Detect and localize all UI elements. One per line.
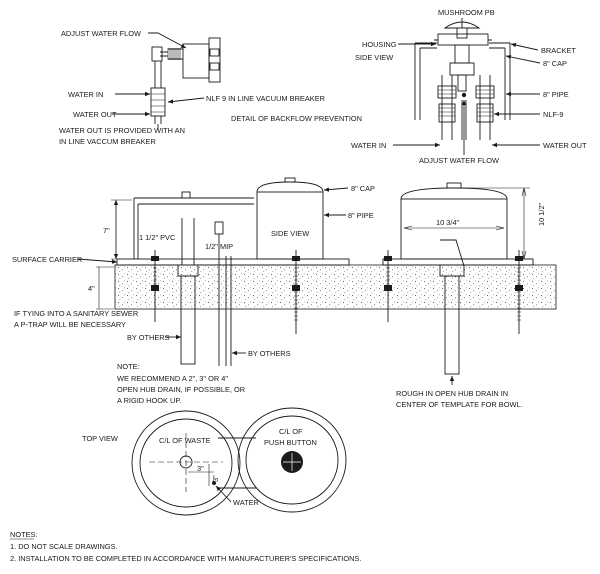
- push-button-label: PUSH BUTTON: [264, 438, 317, 447]
- water-label: WATER: [233, 498, 259, 507]
- pvc-drain: [180, 275, 196, 365]
- bracket-label: BRACKET: [541, 46, 576, 55]
- note-line3: A RIGID HOOK UP.: [117, 396, 181, 405]
- pvc-label: 1 1/2" PVC: [139, 233, 176, 242]
- elevation-section: 8" CAP 8" PIPE SIDE VIEW 1 1/2" PVC 1/2"…: [12, 177, 557, 409]
- threaded-nipple: [167, 48, 181, 60]
- note-item-2: 2. INSTALLATION TO BE COMPLETED IN ACCOR…: [10, 554, 361, 563]
- surface-carrier-label: SURFACE CARRIER: [12, 255, 82, 264]
- nlf9-valve: [476, 103, 494, 123]
- side-view-pipe: [256, 191, 324, 260]
- water-out-note-line2: IN LINE VACCUM BREAKER: [59, 137, 156, 146]
- inline-vacuum-breaker: [150, 87, 166, 117]
- side-view-label: SIDE VIEW: [355, 53, 393, 62]
- water-out-label: WATER OUT: [73, 110, 117, 119]
- side-adjust-water-flow-label: ADJUST WATER FLOW: [419, 156, 499, 165]
- right-unit-pipe: [400, 198, 508, 260]
- rough-in-line2: CENTER OF TEMPLATE FOR BOWL.: [396, 400, 523, 409]
- mip-label: 1/2" MIP: [205, 242, 233, 251]
- valve-body: [182, 43, 210, 79]
- side-view-detail: MUSHROOM PB HOUSING SIDE VIEW BRACKET 8"…: [351, 8, 587, 165]
- water-inlet: [212, 481, 216, 485]
- cl-of-label: C/L OF: [279, 427, 303, 436]
- by-others-label-2: BY OTHERS: [248, 349, 291, 358]
- notes: NOTES: 1. DO NOT SCALE DRAWINGS. 2. INST…: [10, 530, 361, 563]
- nlf9-breaker-label: NLF 9 IN LINE VACUUM BREAKER: [206, 94, 325, 103]
- dim-3-vertical: 3": [211, 475, 220, 482]
- note-title: NOTE:: [117, 362, 140, 371]
- cap-8-label: 8" CAP: [543, 59, 567, 68]
- top-view: TOP VIEW C/L OF WASTE C/L OF PUSH BUTTON…: [82, 407, 347, 516]
- elev-pipe-8-label: 8" PIPE: [348, 211, 374, 220]
- elev-cap-8-label: 8" CAP: [351, 184, 375, 193]
- push-button-bowl-outer: [237, 407, 347, 513]
- backflow-detail-title: DETAIL OF BACKFLOW PREVENTION: [231, 114, 362, 123]
- note-item-1: 1. DO NOT SCALE DRAWINGS.: [10, 542, 118, 551]
- backflow-detail: ADJUST WATER FLOW WATER IN WATER OUT NLF…: [59, 29, 362, 146]
- waste-center: [179, 455, 193, 469]
- dim-10-3-4-label: 10 3/4": [436, 218, 460, 227]
- side-water-in-label: WATER IN: [351, 141, 386, 150]
- pipe-8-label: 8" PIPE: [543, 90, 569, 99]
- ptrap-note-line2: A P-TRAP WILL BE NECESSARY: [14, 320, 126, 329]
- water-out-note-line1: WATER OUT IS PROVIDED WITH AN: [59, 126, 185, 135]
- nlf9-label: NLF-9: [543, 110, 564, 119]
- bracket: [414, 42, 511, 120]
- cl-waste-label: C/L OF WASTE: [159, 436, 211, 445]
- dim-10-1-2-label: 10 1/2": [537, 202, 546, 226]
- anchor-bolts: [151, 250, 523, 334]
- by-others-label-1: BY OTHERS: [127, 333, 170, 342]
- adjust-water-flow-label: ADJUST WATER FLOW: [61, 29, 141, 38]
- note-line2: OPEN HUB DRAIN, IF POSSIBLE, OR: [117, 385, 245, 394]
- dim-3-horizontal: 3": [197, 464, 204, 473]
- elev-side-view-label: SIDE VIEW: [271, 229, 309, 238]
- housing-label: HOUSING: [362, 40, 397, 49]
- dim-7-label: 7": [103, 226, 110, 235]
- water-in-label: WATER IN: [68, 90, 103, 99]
- side-water-out-label: WATER OUT: [543, 141, 587, 150]
- top-view-title: TOP VIEW: [82, 434, 118, 443]
- valve-flange: [208, 37, 221, 83]
- ptrap-note-line1: IF TYING INTO A SANITARY SEWER: [14, 309, 138, 318]
- dim-4-label: 4": [88, 284, 95, 293]
- waste-bowl-outer: [131, 410, 241, 516]
- concrete-slab: [114, 264, 557, 310]
- mushroom-pb-label: MUSHROOM PB: [438, 8, 495, 17]
- rough-in-line1: ROUGH IN OPEN HUB DRAIN IN: [396, 389, 508, 398]
- notes-title: NOTES:: [10, 530, 38, 539]
- note-line1: WE RECOMMEND A 2", 3" OR 4": [117, 374, 228, 383]
